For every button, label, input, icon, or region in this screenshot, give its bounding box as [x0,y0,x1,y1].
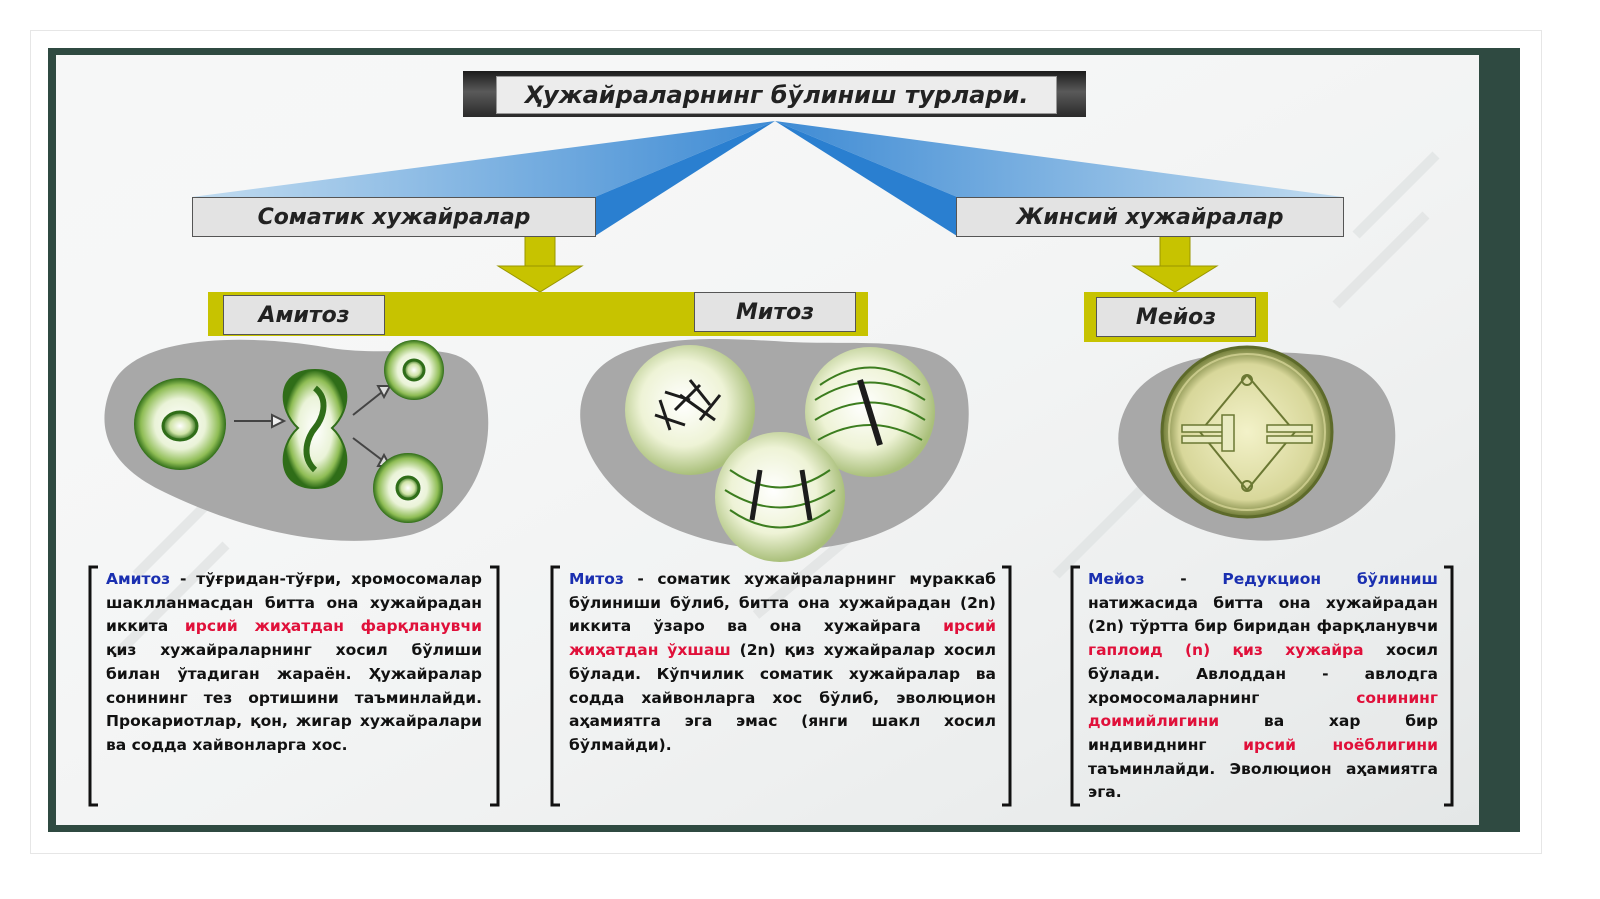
meiosis-description: Мейоз - Редукцион бўлиниш натижасида бит… [1088,568,1438,805]
page-title: Ҳужайраларнинг бўлиниш турлари. [496,76,1057,114]
mitosis-cell-illustration [625,345,935,562]
meiosis-highlight-constancy: сонининг доимийлигини [1088,688,1438,731]
meiosis-term: Мейоз [1088,570,1145,588]
mitosis-text-highlight: ирсий жиҳатдан ўхшаш [569,617,996,660]
amitosis-text-part2: қиз хужайраларнинг хосил бўлиши билан ўт… [106,641,482,754]
amitosis-description: Амитоз - тўғридан-тўғри, хромосомалар ша… [106,568,482,758]
arrow-down-sexual-icon [1131,235,1219,293]
fan-connector-left [192,121,775,236]
meiosis-highlight-uniqueness: ирсий ноёблигини [1243,735,1438,754]
amitosis-label: Амитоз [223,295,385,335]
meiosis-text-part5: таъминлайди. Эволюцион аҳамиятга эга. [1088,759,1438,802]
meiosis-text-part3: хосил бўлади. Авлоддан - авлодга хромосо… [1088,641,1438,707]
mitosis-description: Митоз - соматик хужайраларнинг мураккаб … [569,568,996,758]
meiosis-label: Мейоз [1096,297,1256,337]
amitosis-text-part1: - тўғридан-тўғри, хромосомалар шаклланма… [106,570,482,636]
amitosis-cell-illustration [134,340,444,523]
mitosis-text-part1: - соматик хужайраларнинг мураккаб бўлини… [569,570,996,636]
meiosis-text-part1: - [1144,570,1223,588]
mitosis-term: Митоз [569,570,624,588]
mitosis-label: Митоз [694,292,856,332]
meiosis-highlight-haploid: гаплоид (n) қиз хужайра [1088,641,1364,660]
meiosis-text-part4: ва хар бир индивиднинг [1088,712,1438,754]
meiosis-reduction-term: Редукцион бўлиниш [1222,570,1438,588]
somatic-cells-box: Соматик хужайралар [192,197,596,237]
meiosis-text-part2: натижасида битта она хужайрадан (2n) тўр… [1088,593,1438,636]
amitosis-term: Амитоз [106,570,171,588]
fan-connector-right [775,121,1343,236]
description-brackets [88,565,1454,807]
mitosis-text-part2: (2n) қиз хужайралар хосил бўлади. Кўпчил… [569,641,996,754]
sexual-cells-box: Жинсий хужайралар [956,197,1344,237]
amitosis-text-highlight: ирсий жиҳатдан фарқланувчи [184,617,482,636]
arrow-down-somatic-icon [496,235,584,293]
meiosis-cell-illustration [1160,345,1334,519]
